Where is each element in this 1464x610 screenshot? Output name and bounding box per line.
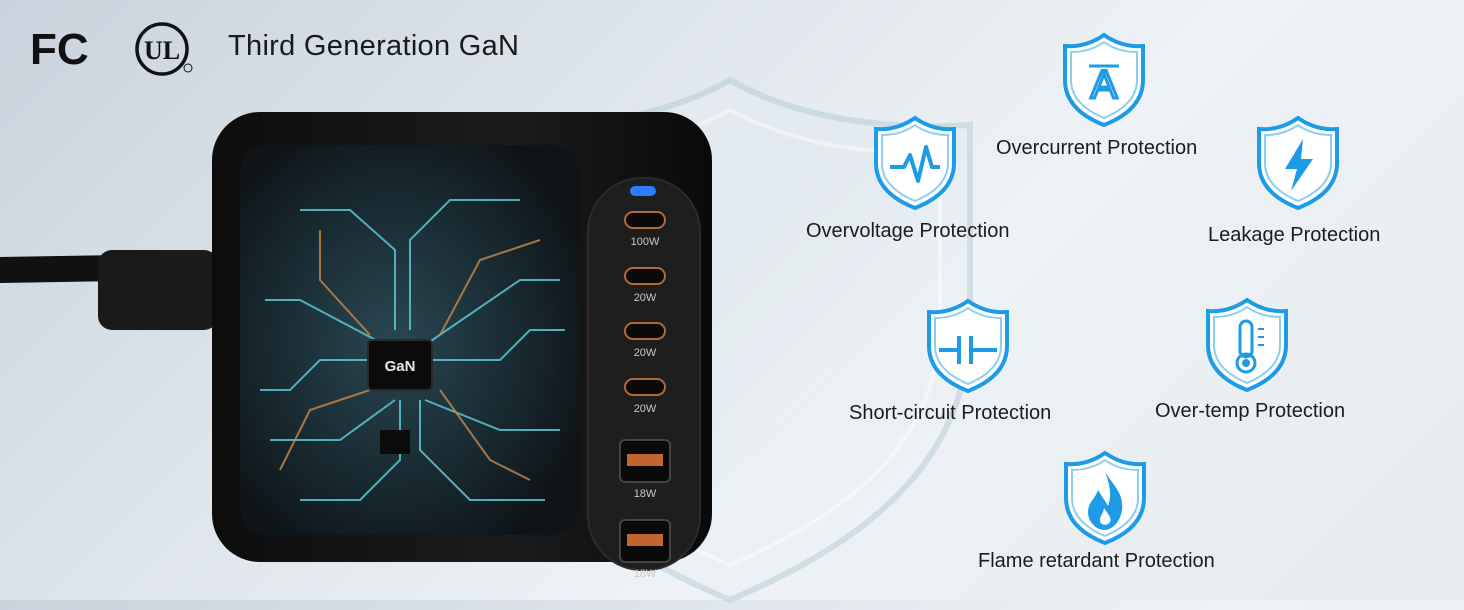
usb-a-port: 18W <box>619 439 671 500</box>
ul-logo-text: UL <box>144 36 180 65</box>
fc-logo: FC <box>30 26 89 70</box>
power-indicator-light <box>630 186 656 196</box>
letter-a-shield-icon: A <box>1061 32 1147 128</box>
gan-chip <box>367 339 433 391</box>
port-panel <box>587 177 701 571</box>
voltage-wave-shield-icon <box>872 115 958 211</box>
ports-group: 100W 20W 20W 20W 18W 18W <box>619 211 671 580</box>
usb-c-port: 100W <box>624 211 666 248</box>
usb-c-port: 20W <box>624 267 666 304</box>
protection-label: Flame retardant Protection <box>978 550 1215 572</box>
fc-logo-text: FC <box>30 26 89 70</box>
protection-label: Short-circuit Protection <box>849 402 1052 424</box>
usb-c-port: 20W <box>624 322 666 359</box>
svg-text:A: A <box>1091 63 1118 107</box>
port-wattage-label: 20W <box>634 292 657 304</box>
gan-chip-label: GaN <box>385 358 416 375</box>
protection-label: Over-temp Protection <box>1155 400 1346 422</box>
page-title: Third Generation GaN <box>228 30 520 62</box>
thermometer-shield-icon <box>1204 297 1290 393</box>
small-chip <box>380 430 410 454</box>
port-wattage-label: 18W <box>634 488 657 500</box>
protection-label: Overvoltage Protection <box>806 220 1010 242</box>
lightning-shield-icon <box>1255 115 1341 211</box>
circuit-break-shield-icon <box>925 298 1011 394</box>
cable-strain-relief <box>98 250 218 330</box>
protection-label: Leakage Protection <box>1208 224 1381 246</box>
port-wattage-label: 100W <box>631 236 660 248</box>
ul-logo: UL <box>135 22 193 76</box>
port-wattage-label: 20W <box>634 403 657 415</box>
port-wattage-label: 18W <box>634 568 657 580</box>
charger-illustration: GaN 100W 20W 20W 20W 18W 18W <box>0 112 712 580</box>
copper-traces <box>279 230 541 481</box>
usb-a-port: 18W <box>619 519 671 580</box>
protection-label: Overcurrent Protection <box>996 137 1198 159</box>
usb-c-port: 20W <box>624 378 666 415</box>
port-wattage-label: 20W <box>634 347 657 359</box>
flame-shield-icon <box>1062 450 1148 546</box>
